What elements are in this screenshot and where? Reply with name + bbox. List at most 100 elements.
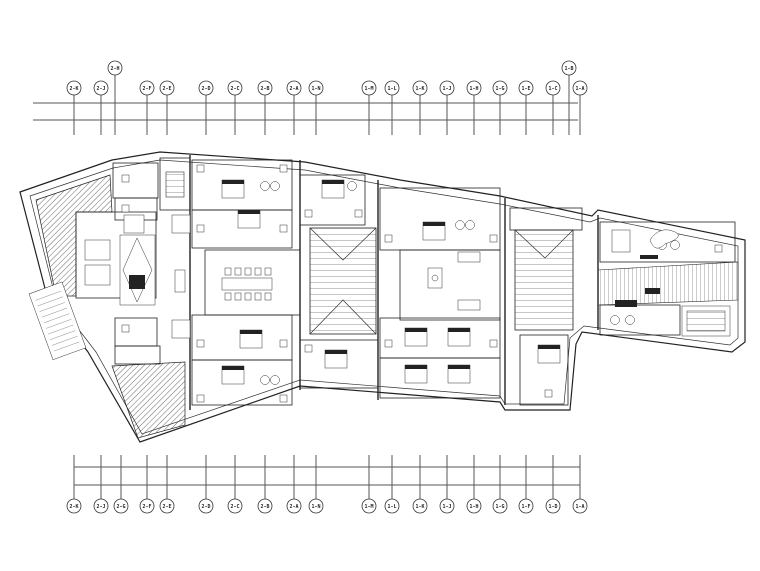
axis-bubble	[66, 80, 82, 96]
bed-headboard	[448, 365, 470, 369]
lobby-reception	[75, 211, 157, 299]
stair-flight	[165, 171, 185, 198]
axis-label: 1-E	[521, 86, 530, 92]
lift-car	[171, 319, 191, 339]
axis-label: 2-C	[230, 86, 239, 92]
axis-bubble	[308, 498, 324, 514]
top-axis-marker: 2-H	[107, 60, 123, 135]
bottom-axis-marker: 2-G	[113, 455, 129, 514]
bed-headboard	[222, 180, 244, 184]
axis-label: 1-G	[495, 504, 504, 510]
top-axis-marker: 1-G	[492, 80, 508, 135]
axis-label: 1-N	[311, 504, 320, 510]
axis-bubble	[384, 498, 400, 514]
chair	[254, 267, 262, 276]
bed-headboard	[448, 328, 470, 332]
curved-sofa	[649, 229, 679, 249]
bed-headboard	[423, 222, 445, 226]
axis-bubble	[159, 498, 175, 514]
axis-label: 2-H	[110, 66, 119, 72]
axis-label: 2-C	[230, 504, 239, 510]
bed-headboard	[240, 330, 262, 334]
axis-label: 1-G	[495, 86, 504, 92]
bed-headboard	[325, 350, 347, 354]
top-axis-marker: 2-F	[139, 80, 155, 135]
axis-label: 2-B	[260, 86, 269, 92]
axis-label: 1-L	[387, 504, 396, 510]
bath-fixture	[196, 339, 205, 348]
axis-label: 1-M	[364, 86, 373, 92]
bottom-axis-marker: 1-J	[439, 455, 455, 514]
axis-label: 1-C	[548, 86, 557, 92]
bath-fixture	[489, 339, 498, 348]
round-table	[610, 315, 620, 325]
entrance-step-lines	[34, 287, 81, 355]
axis-label: 1-H	[469, 86, 478, 92]
bottom-axis-marker: 1-K	[412, 455, 428, 514]
axis-label: 2-J	[96, 504, 105, 510]
bath-fixture	[196, 394, 205, 403]
lounge-plant	[431, 274, 439, 282]
service-room	[114, 345, 161, 365]
chair	[234, 267, 242, 276]
axis-label: 1-J	[442, 504, 451, 510]
bath-fixture	[121, 204, 130, 213]
axis-bubble	[198, 498, 214, 514]
top-axis-marker: 1-B	[561, 60, 577, 135]
round-table	[455, 220, 465, 230]
chair	[244, 267, 252, 276]
furniture	[84, 164, 723, 403]
axis-bubble	[198, 80, 214, 96]
axis-label: 1-B	[564, 66, 573, 72]
bottom-axis-marker: 1-D	[545, 455, 561, 514]
axis-label: 2-K	[69, 504, 78, 510]
axis-bubble	[227, 498, 243, 514]
stair-hall-diagonal-bottom	[309, 299, 377, 335]
axis-bubble	[545, 498, 561, 514]
bar-area	[599, 304, 681, 336]
axis-bubble	[561, 60, 577, 76]
top-axis-marker: 2-A	[286, 80, 302, 135]
bottom-axis-marker: 1-F	[518, 455, 534, 514]
bottom-axis-marker: 2-K	[66, 455, 82, 514]
column-display	[174, 269, 186, 293]
axis-label: 1-J	[442, 86, 451, 92]
hatched-terrace-south	[111, 361, 186, 439]
bottom-axis-marker: 1-L	[384, 455, 400, 514]
meeting-table	[221, 277, 273, 291]
axis-label: 1-M	[364, 504, 373, 510]
east-vestibule	[509, 207, 583, 231]
axis-bubble	[412, 498, 428, 514]
bath-fixture	[544, 389, 553, 398]
axis-bubble	[572, 80, 588, 96]
top-axis-marker: 1-A	[572, 80, 588, 135]
bed-headboard	[538, 345, 560, 349]
axis-bubble	[361, 80, 377, 96]
axis-label: 2-E	[162, 504, 171, 510]
round-table	[465, 220, 475, 230]
axis-bubble	[545, 80, 561, 96]
axis-label: 2-A	[289, 504, 298, 510]
bar-counter	[615, 300, 637, 307]
lounge-sofa	[457, 251, 481, 263]
bath-fixture	[354, 209, 363, 218]
lift-car	[123, 214, 145, 234]
axis-bubble	[257, 498, 273, 514]
lounge	[399, 249, 501, 321]
reception-desk	[129, 275, 145, 289]
top-axis-marker: 2-E	[159, 80, 175, 135]
axis-label: 2-B	[260, 504, 269, 510]
top-axis-marker: 2-D	[198, 80, 214, 135]
axis-bubble	[93, 498, 109, 514]
chair	[224, 292, 232, 301]
axis-label: 2-K	[69, 86, 78, 92]
bed-headboard	[405, 328, 427, 332]
building	[19, 151, 746, 443]
bath-fixture	[279, 164, 288, 173]
bath-fixture	[279, 224, 288, 233]
axis-label: 2-F	[142, 504, 151, 510]
bed-headboard	[238, 210, 260, 214]
